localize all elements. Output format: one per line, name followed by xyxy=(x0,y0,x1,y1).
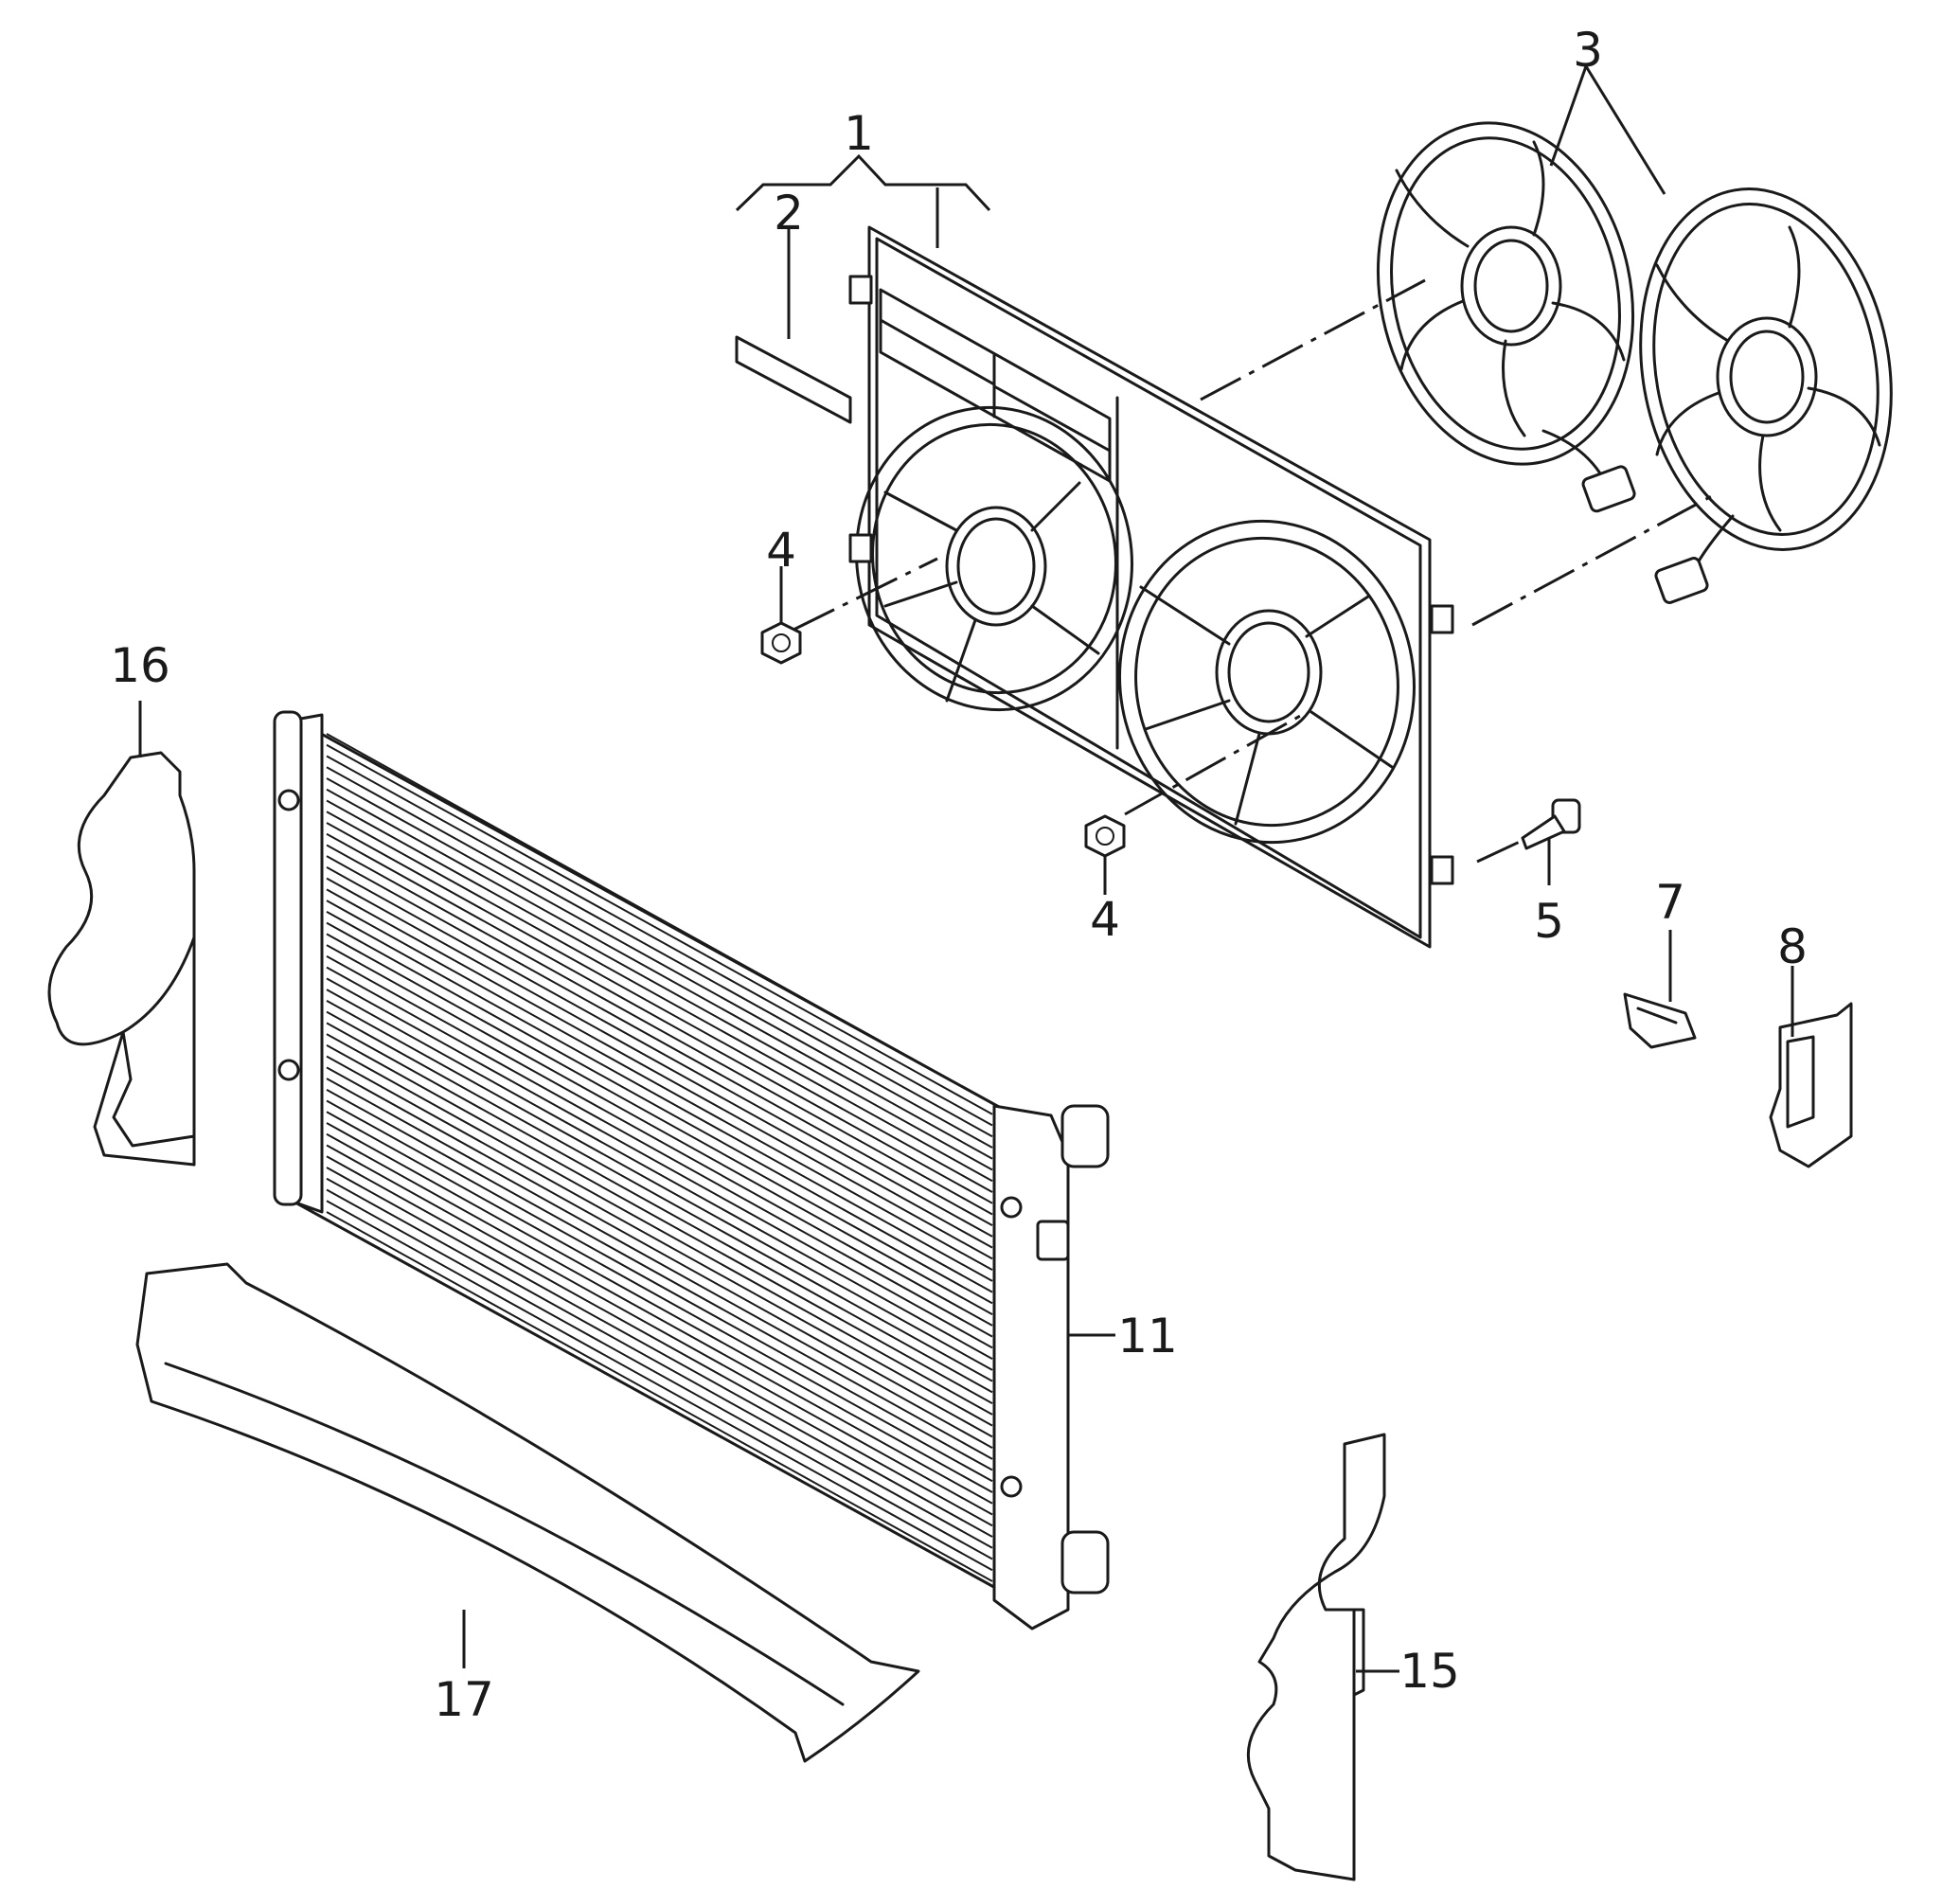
radiator-fin-line xyxy=(326,900,993,1272)
radiator-fin-line xyxy=(326,799,993,1171)
hex-nut-upper xyxy=(760,621,802,665)
radiator-fin-line xyxy=(326,1111,993,1483)
fan-shroud xyxy=(848,225,1454,949)
callout-1: 1 xyxy=(844,106,874,161)
radiator-fin-line xyxy=(326,966,993,1338)
radiator-fin-line xyxy=(326,921,993,1293)
air-guide-right xyxy=(1246,1433,1386,1881)
retaining-clip xyxy=(1623,992,1697,1049)
radiator-fin-line xyxy=(326,1200,993,1572)
radiator-fin-line xyxy=(326,777,993,1149)
callout-17: 17 xyxy=(434,1672,494,1727)
air-guide-left xyxy=(47,751,196,1167)
radiator-fin-line xyxy=(326,1022,993,1394)
radiator-fin-line xyxy=(326,822,993,1193)
radiator-fin-line xyxy=(326,1155,993,1527)
radiator-fin-line xyxy=(326,1211,993,1582)
radiator-fan-left xyxy=(1376,121,1636,513)
radiator-fin-line xyxy=(326,1144,993,1516)
radiator-fin-line xyxy=(326,1132,993,1505)
radiator-fin-line xyxy=(326,944,993,1316)
radiator-fin-line xyxy=(326,877,993,1249)
radiator-fan-right xyxy=(1639,187,1893,604)
radiator-fin-line xyxy=(326,1066,993,1438)
radiator-fin-line xyxy=(326,733,993,1104)
radiator-fin-line xyxy=(326,788,993,1160)
radiator-fin-line xyxy=(326,1033,993,1404)
radiator-fin-line xyxy=(326,832,993,1204)
radiator-fin-line xyxy=(326,811,993,1183)
callout-15: 15 xyxy=(1399,1644,1460,1699)
callout-labels: 1 2 3 4 4 5 7 8 11 15 16 17 xyxy=(110,23,1808,1727)
callout-2: 2 xyxy=(774,186,804,241)
callout-7: 7 xyxy=(1655,875,1685,930)
callout-4-upper: 4 xyxy=(766,523,796,578)
radiator-fin-line xyxy=(326,1122,993,1493)
mounting-bracket xyxy=(1769,1002,1853,1168)
radiator-fin-line xyxy=(326,1055,993,1427)
hex-nut-lower xyxy=(1084,814,1126,858)
radiator-fin-line xyxy=(326,1043,993,1416)
callout-11: 11 xyxy=(1117,1309,1178,1363)
radiator-fin-line xyxy=(326,999,993,1371)
callout-16: 16 xyxy=(110,638,170,693)
radiator-fin-line xyxy=(326,933,993,1305)
radiator-fin-line xyxy=(326,743,993,1115)
label-sticker xyxy=(735,335,852,424)
radiator-fin-line xyxy=(326,1088,993,1460)
radiator-fin-line xyxy=(326,911,993,1282)
callout-5: 5 xyxy=(1534,894,1564,949)
callout-3: 3 xyxy=(1573,23,1603,78)
radiator-fin-line xyxy=(326,844,993,1216)
radiator-fin-line xyxy=(326,989,993,1360)
callout-4-lower: 4 xyxy=(1090,892,1120,947)
lower-air-deflector xyxy=(135,1262,920,1763)
radiator-fin-line xyxy=(326,766,993,1138)
radiator-fin-line xyxy=(326,755,993,1127)
radiator-fin-line xyxy=(326,955,993,1327)
radiator-fin-line xyxy=(326,1078,993,1449)
radiator-fin-line xyxy=(326,888,993,1260)
self-tapping-screw xyxy=(1521,798,1581,850)
radiator-fin-line xyxy=(326,1167,993,1538)
radiator xyxy=(273,710,1110,1631)
radiator-fin-line xyxy=(326,855,993,1227)
radiator-cooling-fins xyxy=(326,733,993,1582)
callout-8: 8 xyxy=(1777,919,1808,974)
radiator-fin-line xyxy=(326,1177,993,1549)
radiator-fin-line xyxy=(326,866,993,1238)
radiator-fin-line xyxy=(326,1099,993,1471)
radiator-fin-line xyxy=(326,1188,993,1560)
radiator-fin-line xyxy=(326,977,993,1349)
callout-leaders xyxy=(138,65,1794,1673)
radiator-fin-line xyxy=(326,1010,993,1382)
